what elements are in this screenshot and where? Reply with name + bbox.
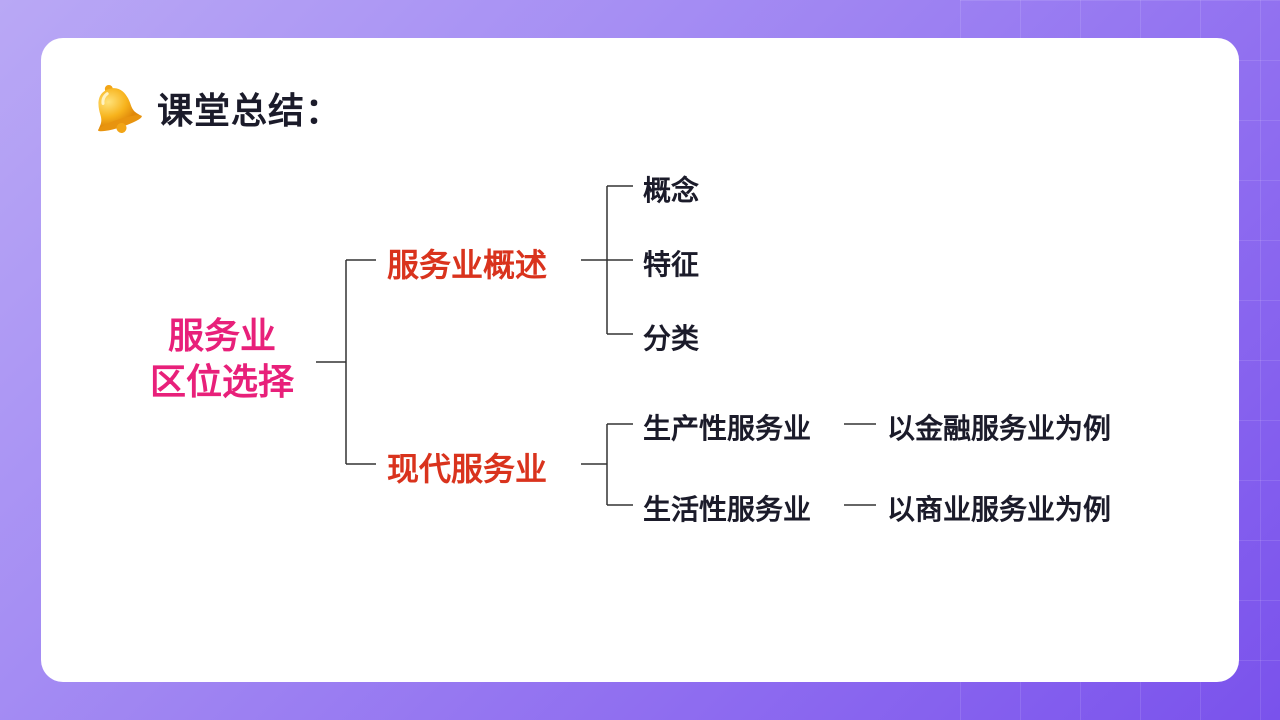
example-commerce: 以商业服务业为例: [887, 493, 1112, 526]
leaf-category: 分类: [643, 322, 700, 355]
page-title: 课堂总结：: [157, 91, 343, 132]
leaf-producer-service: 生产性服务业: [643, 412, 812, 445]
leaf-consumer-service: 生活性服务业: [643, 493, 812, 526]
example-finance: 以金融服务业为例: [887, 412, 1112, 445]
bell-icon: [98, 84, 142, 133]
title-row: 课堂总结：: [87, 80, 342, 136]
branch-modern: 现代服务业: [387, 450, 548, 488]
root-line-2: 区位选择: [149, 362, 294, 403]
root-line-1: 服务业: [167, 316, 276, 357]
leaf-concept: 概念: [643, 174, 700, 207]
summary-card: 课堂总结： 服务业 区位选择 服务业概述 现代服务业 概念 特征 分类 生产性服…: [41, 38, 1239, 682]
leaf-feature: 特征: [643, 248, 700, 281]
tree-connectors: [316, 185, 876, 506]
branch-overview: 服务业概述: [387, 246, 548, 284]
root-node: 服务业 区位选择: [137, 314, 307, 406]
